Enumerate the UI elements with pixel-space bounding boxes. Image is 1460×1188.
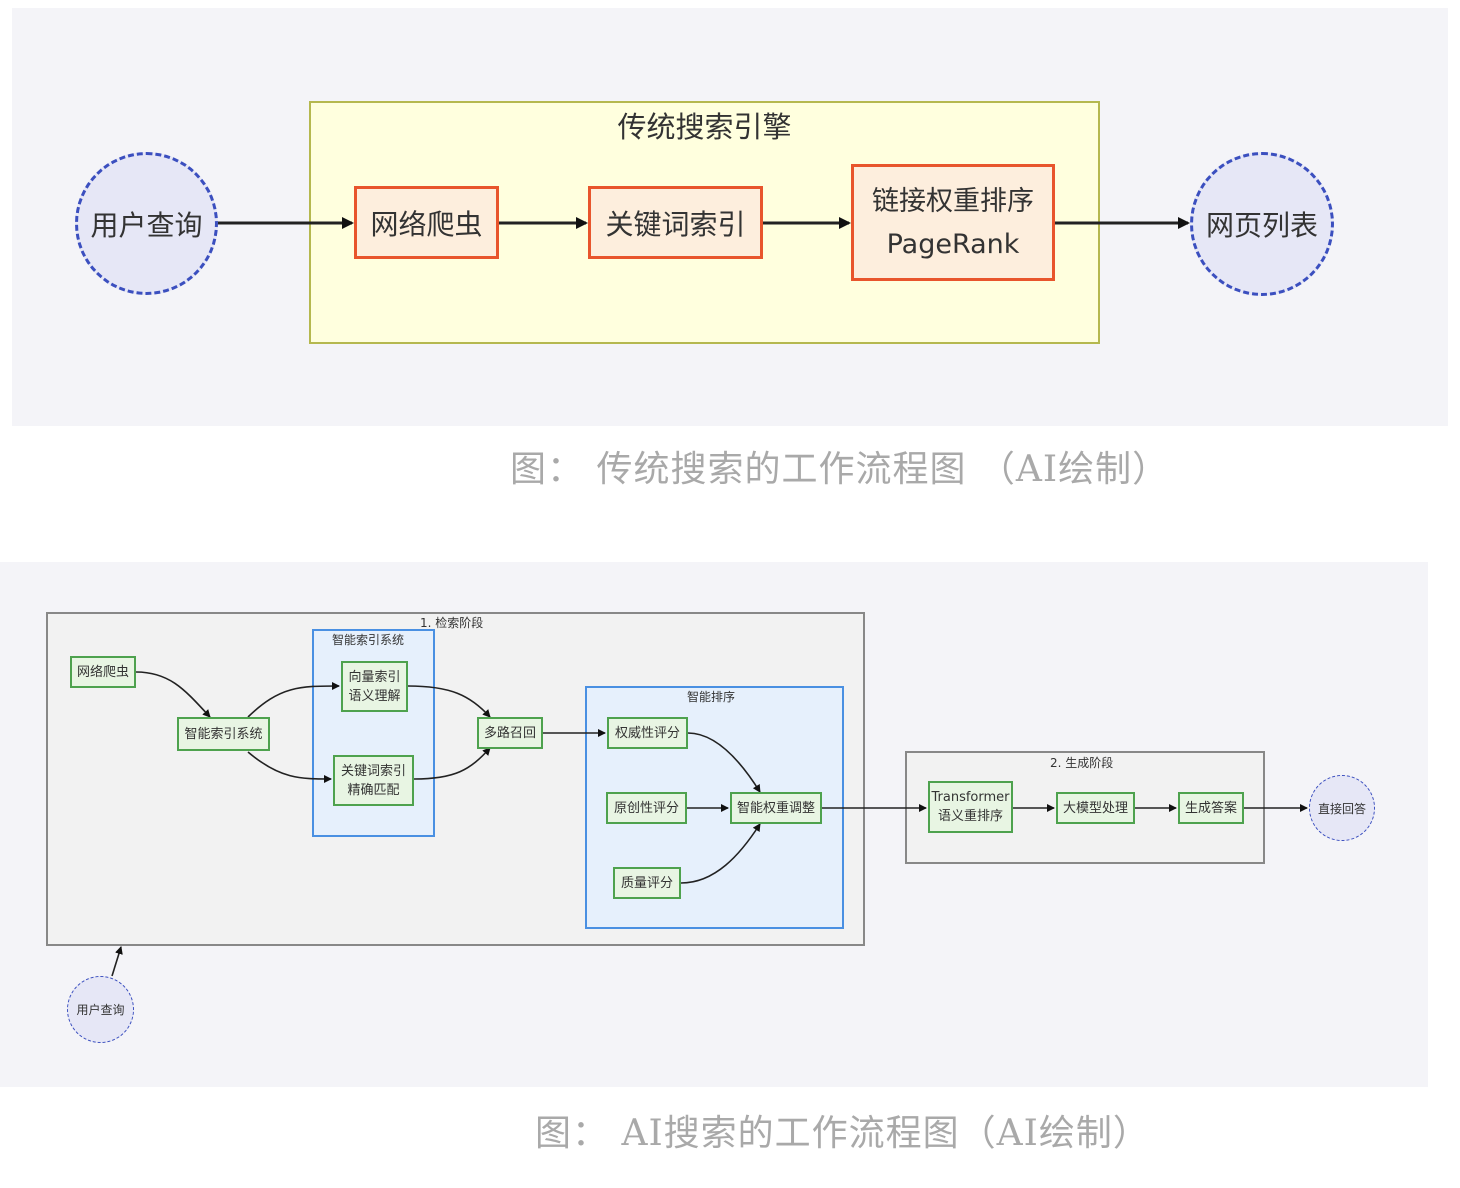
edge-authority-weight: [687, 732, 761, 793]
smart-index-label: 智能索引系统: [184, 726, 263, 742]
retrieval-stage-title: 1. 检索阶段: [420, 616, 484, 630]
link-weight-label: 链接权重排序: [872, 185, 1034, 217]
direct-answer-label: 直接回答: [1317, 801, 1366, 816]
ai-crawler-node: 网络爬虫: [70, 656, 136, 688]
vector-index-label: 向量索引: [348, 669, 401, 685]
user-query-label: 用户查询: [90, 208, 203, 242]
authority-score-node: 权威性评分: [607, 717, 688, 749]
smart-index-group-title: 智能索引系统: [332, 633, 405, 647]
user-query-node: 用户查询: [75, 152, 218, 295]
web-list-label: 网页列表: [1205, 209, 1318, 242]
ai-crawler-label: 网络爬虫: [76, 664, 129, 680]
edge-vector-recall: [407, 685, 491, 718]
web-crawler-node: 网络爬虫: [354, 186, 499, 259]
web-list-node: 网页列表: [1190, 152, 1334, 296]
keyword-index-node: 关键词索引: [588, 186, 763, 259]
quality-score-label: 质量评分: [620, 875, 673, 891]
transformer-label: Transformer: [931, 790, 1010, 805]
pagerank-label: PageRank: [886, 228, 1020, 260]
llm-processing-label: 大模型处理: [1062, 800, 1128, 816]
ai-keyword-index-label: 关键词索引: [340, 763, 406, 779]
generate-answer-label: 生成答案: [1184, 800, 1237, 816]
direct-answer-node: 直接回答: [1309, 775, 1375, 841]
edge-quality-weight: [680, 823, 761, 884]
authority-score-label: 权威性评分: [614, 725, 680, 741]
semantic-understanding-label: 语义理解: [348, 688, 401, 704]
web-crawler-label: 网络爬虫: [370, 207, 483, 241]
generation-stage-title: 2. 生成阶段: [1050, 756, 1114, 770]
ai-user-query-label: 用户查询: [76, 1003, 125, 1017]
edge-crawler-smartindex: [135, 671, 211, 718]
weight-adjust-node: 智能权重调整: [730, 792, 822, 824]
transformer-node: Transformer 语义重排序: [928, 781, 1013, 833]
traditional-caption: 图： 传统搜索的工作流程图 （AI绘制）: [510, 449, 1170, 490]
exact-match-label: 精确匹配: [347, 782, 400, 798]
edge-keyword-recall: [413, 747, 491, 780]
multi-recall-label: 多路召回: [483, 725, 536, 741]
originality-score-label: 原创性评分: [613, 800, 679, 816]
smart-index-node: 智能索引系统: [177, 717, 270, 751]
keyword-index-match-node: 关键词索引 精确匹配: [333, 755, 414, 806]
edge-smartindex-vector: [247, 682, 340, 718]
cluster-title: 传统搜索引擎: [617, 110, 792, 144]
edge-query-retrieval: [111, 946, 123, 977]
llm-processing-node: 大模型处理: [1056, 792, 1135, 824]
weight-adjust-label: 智能权重调整: [736, 800, 815, 816]
link-weight-node: 链接权重排序 PageRank: [851, 164, 1055, 281]
quality-score-node: 质量评分: [613, 867, 681, 899]
smart-ranking-group-title: 智能排序: [687, 690, 736, 704]
ai-user-query-node: 用户查询: [67, 976, 134, 1043]
vector-index-node: 向量索引 语义理解: [341, 661, 408, 712]
ai-caption: 图： AI搜索的工作流程图（AI绘制）: [535, 1113, 1150, 1154]
originality-score-node: 原创性评分: [606, 792, 687, 824]
multi-recall-node: 多路召回: [477, 717, 543, 749]
edge-smartindex-keyword: [247, 751, 332, 783]
semantic-rerank-label: 语义重排序: [937, 809, 1003, 824]
keyword-index-label: 关键词索引: [605, 207, 746, 241]
generate-answer-node: 生成答案: [1178, 792, 1244, 824]
